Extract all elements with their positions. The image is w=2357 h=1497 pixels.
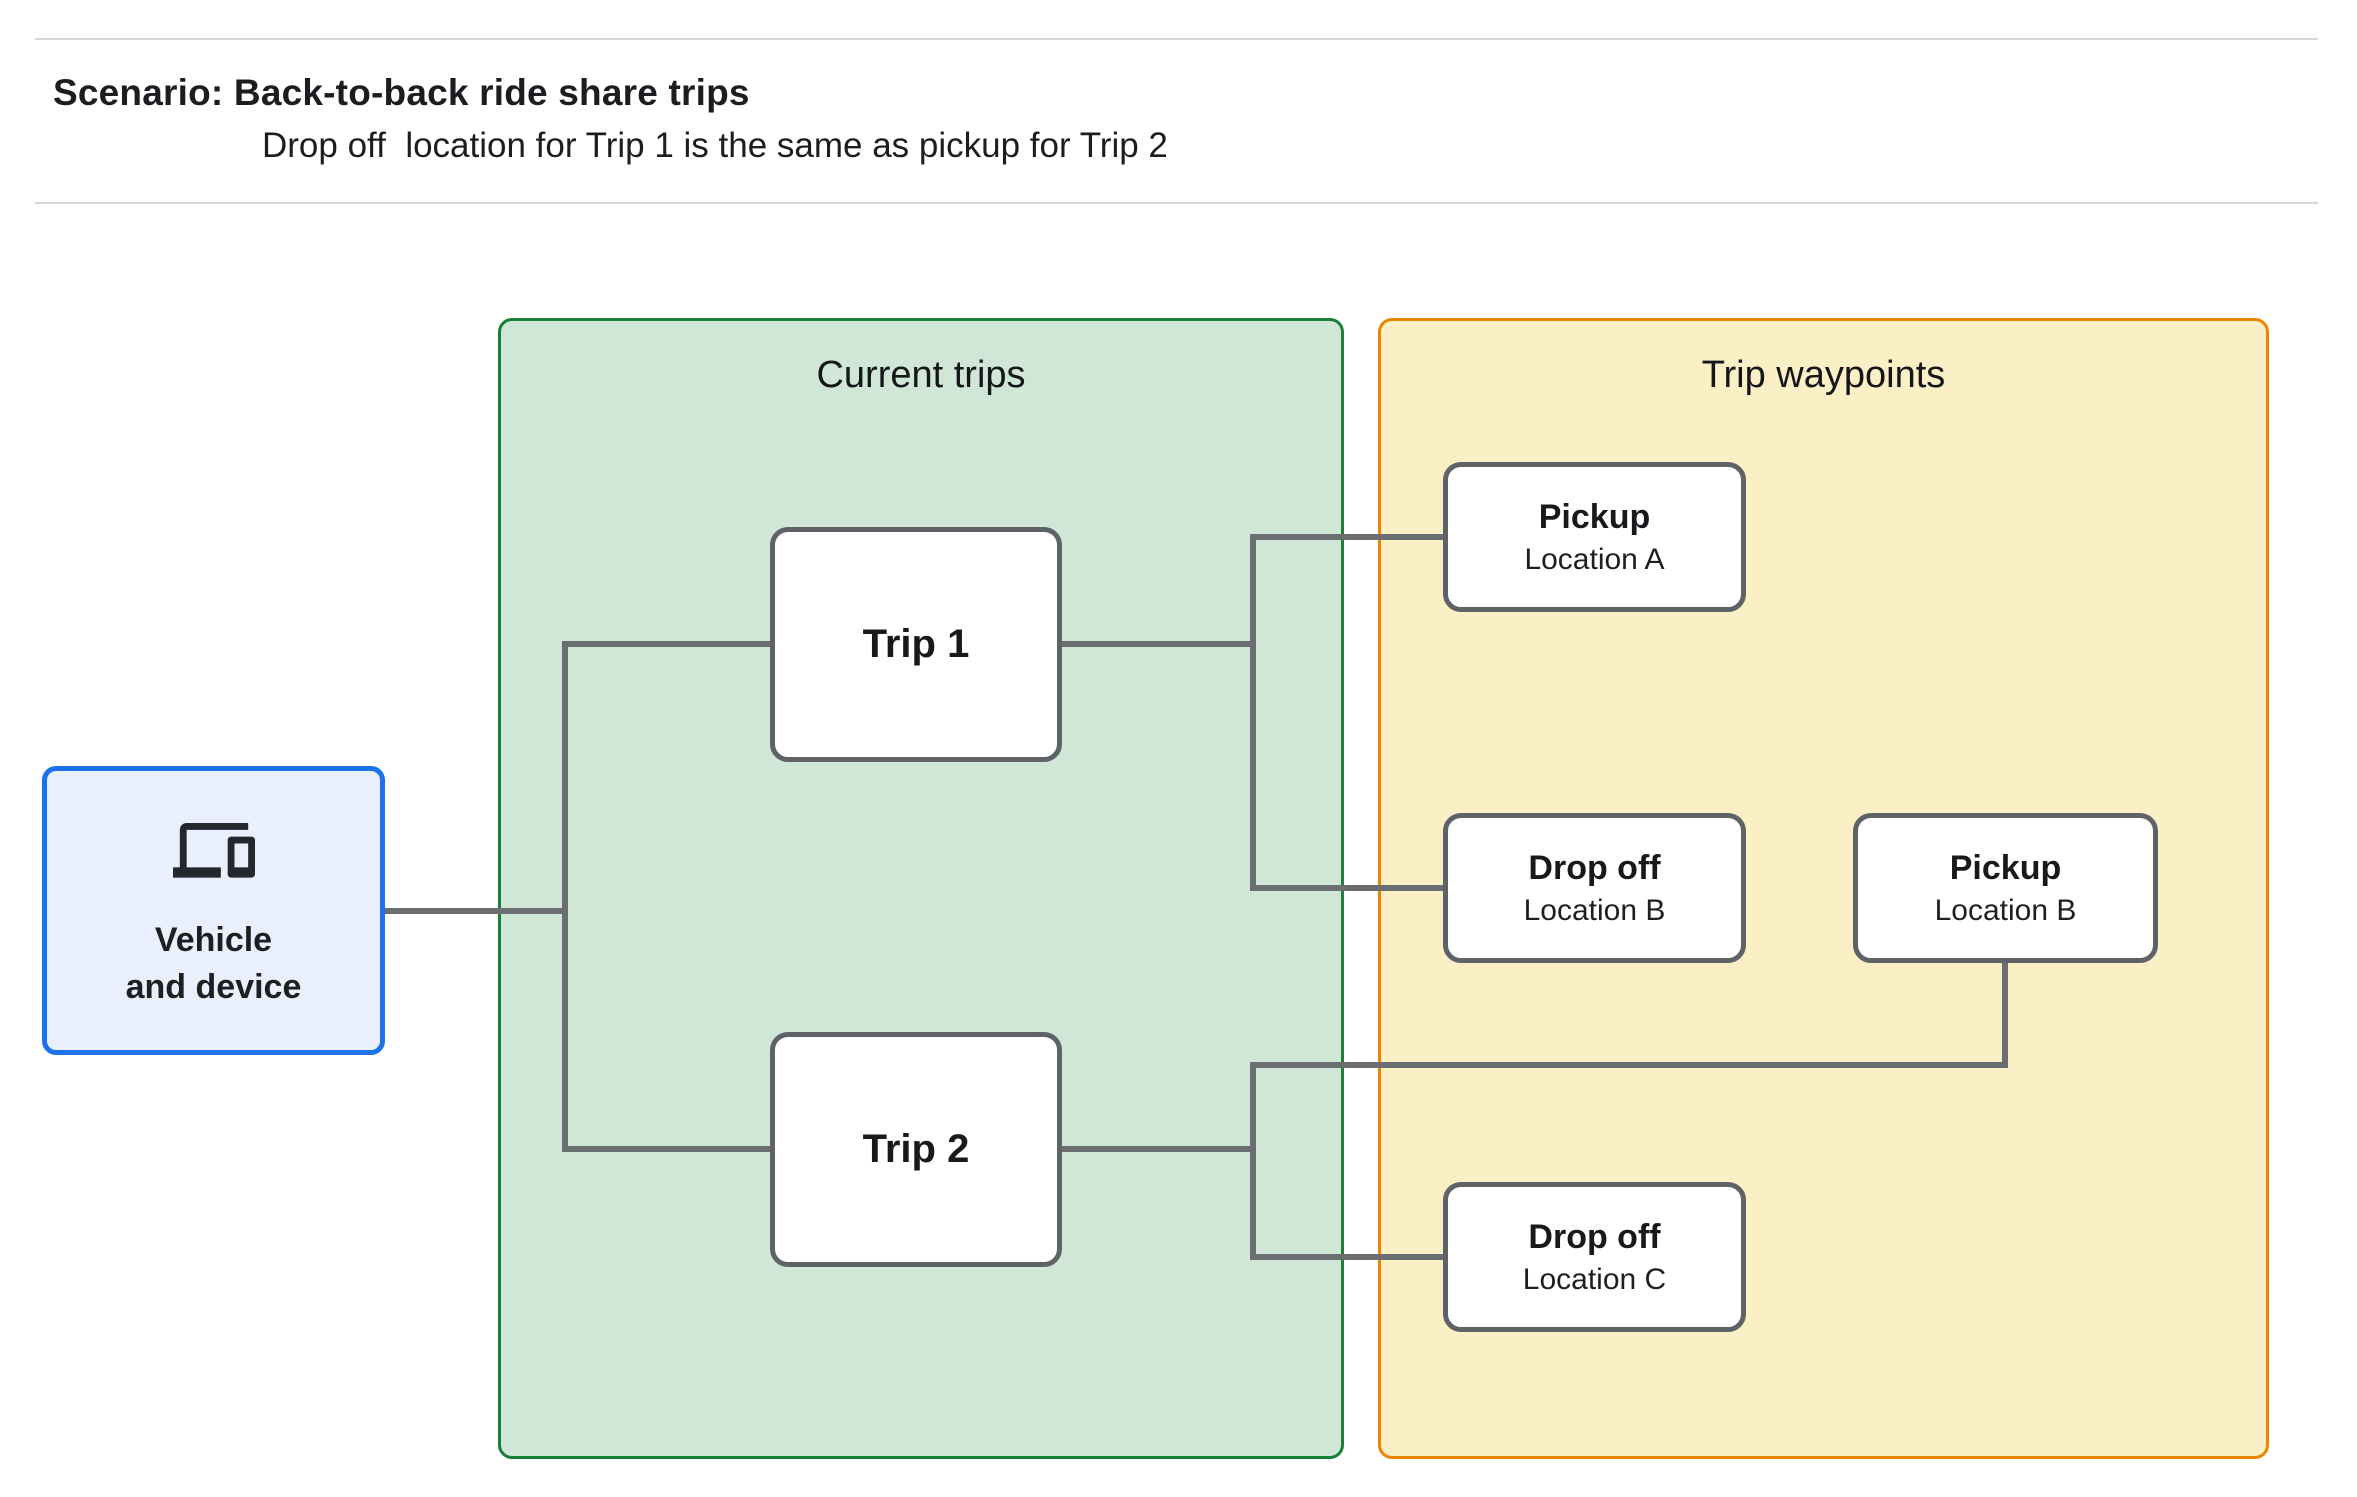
connector-trip1-branch-vertical <box>1250 534 1256 891</box>
divider-bottom <box>35 202 2318 204</box>
trip-1-label: Trip 1 <box>862 622 970 666</box>
connector-trip1-to-dropoff-b <box>1253 885 1443 891</box>
pickup-a-location: Location A <box>1524 543 1665 577</box>
divider-top <box>35 38 2318 40</box>
panel-current-trips-title: Current trips <box>816 354 1026 396</box>
vehicle-label-line1: Vehicle <box>154 921 273 959</box>
pickup-b-location: Location B <box>1934 894 2077 928</box>
trip-2-label: Trip 2 <box>862 1127 970 1171</box>
dropoff-c-title: Drop off <box>1528 1217 1661 1256</box>
node-vehicle-and-device: Vehicle and device <box>42 766 385 1055</box>
connector-trip1-out <box>1062 641 1256 647</box>
connector-branch-vertical <box>562 641 568 1152</box>
page-title: Scenario: Back-to-back ride share trips <box>53 72 750 113</box>
dropoff-c-location: Location C <box>1522 1263 1667 1297</box>
connector-branch-to-trip1 <box>565 641 770 647</box>
connector-vehicle-to-branch <box>385 908 568 914</box>
node-pickup-location-a: Pickup Location A <box>1443 462 1746 612</box>
devices-icon <box>172 823 255 881</box>
pickup-b-title: Pickup <box>1949 848 2062 887</box>
node-trip-1: Trip 1 <box>770 527 1062 762</box>
connector-trip2-to-pickup-b-horizontal <box>1253 1062 2008 1068</box>
vehicle-label: Vehicle and device <box>126 917 302 1011</box>
connector-trip2-branch-vertical <box>1250 1062 1256 1260</box>
connector-trip1-to-pickup-a <box>1253 534 1443 540</box>
connector-trip2-out <box>1062 1146 1256 1152</box>
node-dropoff-location-b: Drop off Location B <box>1443 813 1746 963</box>
connector-trip2-to-pickup-b-vertical <box>2002 958 2008 1068</box>
node-pickup-location-b: Pickup Location B <box>1853 813 2158 963</box>
panel-trip-waypoints-title: Trip waypoints <box>1701 354 1946 396</box>
vehicle-label-line2: and device <box>125 967 302 1006</box>
node-dropoff-location-c: Drop off Location C <box>1443 1182 1746 1332</box>
dropoff-b-location: Location B <box>1523 894 1666 928</box>
page-subtitle: Drop off location for Trip 1 is the same… <box>262 126 1168 165</box>
connector-trip2-to-dropoff-c <box>1253 1254 1443 1260</box>
panel-current-trips: Current trips <box>498 318 1344 1459</box>
node-trip-2: Trip 2 <box>770 1032 1062 1267</box>
pickup-a-title: Pickup <box>1538 497 1651 536</box>
dropoff-b-title: Drop off <box>1528 848 1661 887</box>
connector-branch-to-trip2 <box>565 1146 770 1152</box>
